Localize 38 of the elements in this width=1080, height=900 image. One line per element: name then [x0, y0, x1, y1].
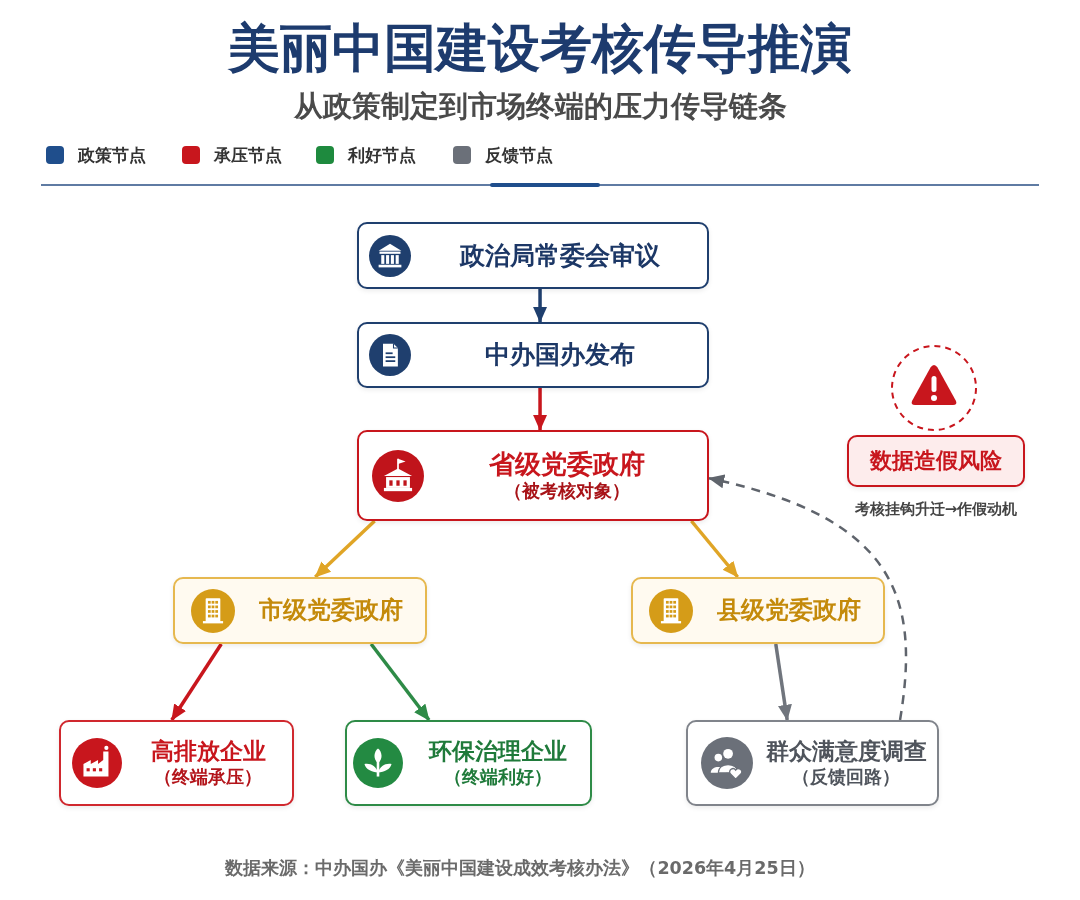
dashed-arrow — [708, 475, 908, 721]
legend-label: 利好节点 — [348, 144, 416, 166]
arrow — [369, 642, 431, 722]
box-subheading: （终端承压） — [154, 766, 262, 788]
box-heading: 市级党委政府 — [259, 596, 403, 625]
process-box — [631, 577, 885, 644]
warning-box — [847, 435, 1025, 487]
box-heading: 县级党委政府 — [717, 596, 861, 625]
box-heading: 环保治理企业 — [428, 738, 567, 766]
box-heading: 高排放企业 — [150, 738, 266, 766]
box-subheading: （被考核对象） — [503, 480, 630, 502]
legend-label: 反馈节点 — [485, 144, 553, 166]
process-box — [357, 430, 709, 521]
title: 美丽中国建设考核传导推演 — [228, 17, 852, 79]
process-box — [686, 720, 939, 806]
source-note: 数据来源：中办国办《美丽中国建设成效考核办法》（2026年4月25日） — [225, 857, 815, 879]
process-box — [59, 720, 294, 806]
box-heading: 数据造假风险 — [870, 447, 1002, 475]
process-box — [357, 222, 709, 289]
arrow — [774, 643, 792, 721]
legend-label: 承压节点 — [214, 144, 282, 166]
legend-label: 政策节点 — [78, 144, 146, 166]
process-box — [345, 720, 592, 806]
arrow — [314, 519, 376, 579]
subtitle: 从政策制定到市场终端的压力传导链条 — [293, 88, 787, 124]
box-heading: 中办国办发布 — [485, 340, 635, 370]
arrow — [690, 519, 740, 579]
box-subheading: （终端利好） — [443, 766, 552, 788]
process-box — [173, 577, 427, 644]
arrow — [533, 388, 548, 431]
annotation-text: 考核挂钩升迁→作假动机 — [854, 499, 1018, 519]
arrow — [170, 643, 223, 721]
process-box — [357, 322, 709, 388]
box-heading: 政治局常委会审议 — [460, 240, 660, 271]
box-subheading: （反馈回路） — [792, 766, 900, 788]
box-heading: 省级党委政府 — [488, 449, 645, 481]
box-heading: 群众满意度调查 — [765, 738, 927, 766]
arrow — [533, 289, 548, 323]
